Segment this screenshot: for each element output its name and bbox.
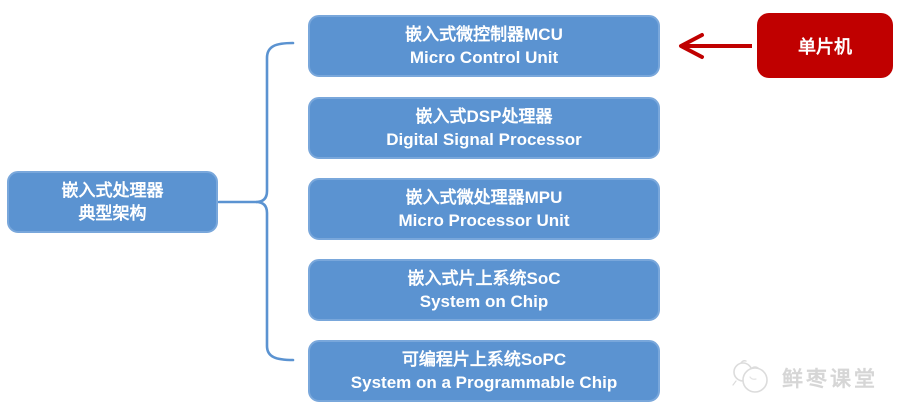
branch-label-en: System on Chip (419, 292, 549, 311)
branch-label-en: System on a Programmable Chip (350, 373, 618, 392)
branch-label-en: Digital Signal Processor (386, 130, 582, 149)
branch-node-sopc: 可编程片上系统SoPC System on a Programmable Chi… (308, 340, 660, 402)
branch-label-zh: 可编程片上系统SoPC (401, 350, 567, 369)
watermark-text: 鲜枣课堂 (782, 368, 878, 391)
branch-label-zh: 嵌入式DSP处理器 (415, 107, 553, 126)
brace-connector (255, 41, 295, 362)
branch-label-zh: 嵌入式微控制器MCU (405, 25, 563, 44)
root-node: 嵌入式处理器 典型架构 (7, 171, 218, 233)
callout-box: 单片机 (757, 13, 893, 78)
branch-label-zh: 嵌入式片上系统SoC (407, 269, 561, 288)
branch-label-en: Micro Processor Unit (398, 211, 570, 230)
root-node-line1: 嵌入式处理器 (61, 181, 164, 200)
callout-arrow-icon (679, 33, 752, 59)
watermark: 鲜枣课堂 (728, 352, 893, 404)
callout-label: 单片机 (798, 36, 852, 57)
branch-node-dsp: 嵌入式DSP处理器 Digital Signal Processor (308, 97, 660, 159)
branch-label-en: Micro Control Unit (409, 48, 559, 67)
branch-label-zh: 嵌入式微处理器MPU (405, 188, 563, 207)
jujube-logo-icon (732, 360, 768, 393)
branch-node-mpu: 嵌入式微处理器MPU Micro Processor Unit (308, 178, 660, 240)
branch-node-soc: 嵌入式片上系统SoC System on Chip (308, 259, 660, 321)
root-node-line2: 典型架构 (78, 204, 147, 223)
branch-node-mcu: 嵌入式微控制器MCU Micro Control Unit (308, 15, 660, 77)
